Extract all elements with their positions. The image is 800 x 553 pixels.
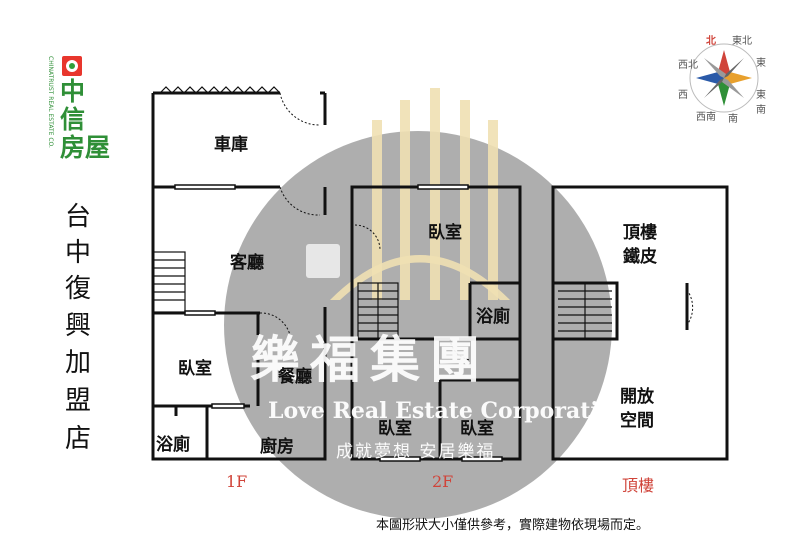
compass-east: 東 [756,58,766,69]
room-bedroom-label: 臥室 [178,359,212,379]
store-name-char: 店 [64,424,91,454]
compass-southeast: 東南 [756,90,766,116]
store-name-char: 台 [64,202,91,232]
compass-rose: 北 東北 東 東南 南 西南 西 西北 [676,30,772,126]
room-bath-label: 浴廁 [156,435,190,455]
room-2f-bedroom-left-label: 臥室 [378,419,412,439]
compass-northwest: 西北 [678,60,698,71]
brand-name-line-2: 信 [60,105,86,134]
brand-emblem-icon [62,56,82,76]
room-2f-bedroom-right-label: 臥室 [460,419,494,439]
compass-star-icon [689,43,759,113]
compass-west: 西 [678,90,688,101]
room-2f-bath-label: 浴廁 [476,307,510,327]
floor-label-roof: 頂樓 [622,476,655,495]
brand-name-line-3: 房屋 [60,133,111,162]
room-roof-cover-label-1: 頂樓 [623,223,657,243]
room-roof-open-label-1: 開放 [620,387,654,407]
compass-south: 南 [728,114,738,125]
store-name-char: 盟 [64,386,91,416]
watermark-subtitle: Love Real Estate Corporation [268,398,630,424]
store-name-char: 興 [64,311,91,341]
store-name-char: 復 [64,274,91,304]
compass-north: 北 [706,36,716,47]
room-roof-cover-label-2: 鐵皮 [623,247,657,267]
room-2f-bedroom-top-label: 臥室 [428,223,462,243]
compass-southwest: 西南 [696,112,716,123]
brand-english-name: CHINATRUST REAL ESTATE CO. [47,56,54,148]
brand-name-line-1: 中 [60,77,86,106]
brand-logo: CHINATRUST REAL ESTATE CO. 中 信 房屋 [44,52,126,182]
room-roof-open-label-2: 空間 [620,411,654,431]
room-living-label: 客廳 [230,253,264,273]
watermark-title: 樂福集團 [250,330,490,389]
room-dining-label: 餐廳 [278,367,312,387]
floor-label-2f: 2F [432,472,454,491]
compass-northeast: 東北 [732,36,752,47]
store-name-char: 加 [64,348,91,378]
room-kitchen-label: 廚房 [260,437,294,457]
floor-label-1f: 1F [226,472,248,491]
disclaimer-note: 本圖形狀大小僅供參考，實際建物依現場而定。 [376,518,650,533]
room-garage-label: 車庫 [214,135,248,155]
watermark-slogan: 成就夢想 安居樂福 [336,442,496,462]
store-name-char: 中 [64,238,91,268]
